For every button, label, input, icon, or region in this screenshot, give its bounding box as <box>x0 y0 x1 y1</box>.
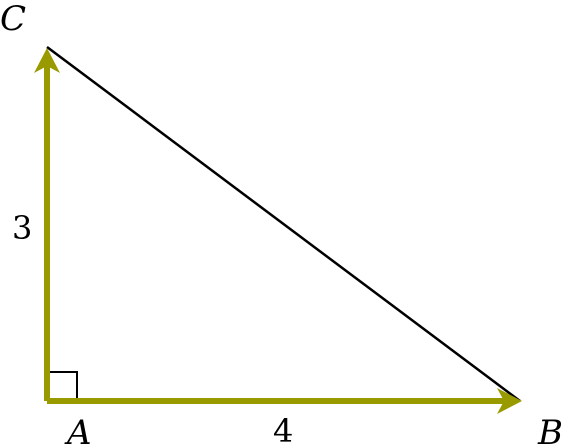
hypotenuse-cb <box>46 45 521 403</box>
vertex-label-c: C <box>0 0 26 39</box>
side-label-ab: 4 <box>273 412 293 447</box>
arrowhead-b <box>497 388 522 414</box>
arrowhead-c <box>34 48 60 73</box>
right-angle-marker <box>47 371 78 401</box>
vertex-label-a: A <box>64 413 92 447</box>
vertex-label-b: B <box>537 413 563 447</box>
side-label-ac: 3 <box>12 209 32 247</box>
